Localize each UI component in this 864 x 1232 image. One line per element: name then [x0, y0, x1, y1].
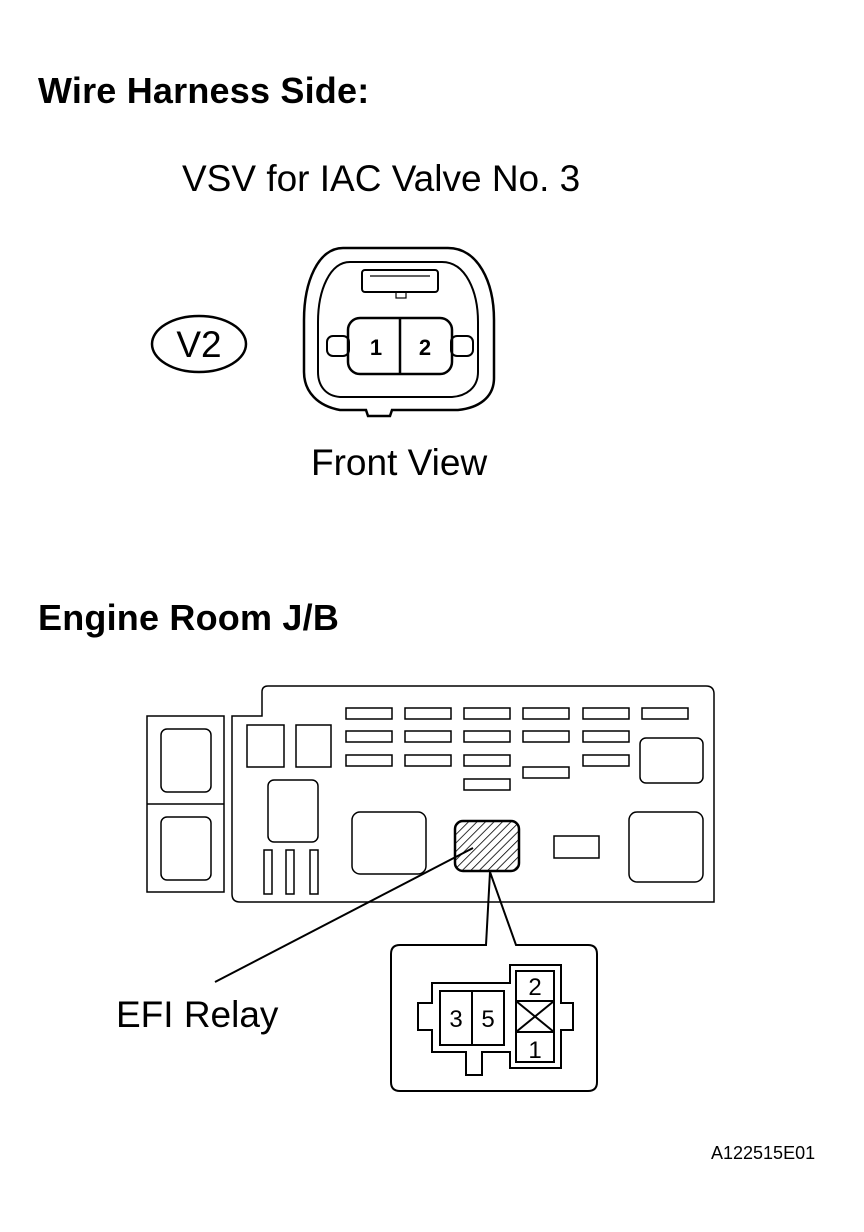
engine-room-jb-heading: Engine Room J/B — [38, 597, 340, 638]
connector-key-right — [450, 335, 474, 357]
junction-block — [146, 685, 715, 903]
front-view-label: Front View — [311, 442, 488, 483]
connector-latch — [361, 269, 439, 293]
connector-inner-shell — [317, 261, 479, 398]
efi-relay-label: EFI Relay — [116, 994, 279, 1035]
connector-name: VSV for IAC Valve No. 3 — [182, 158, 581, 199]
efi-relay-location — [453, 819, 521, 873]
connector-key-left — [326, 335, 350, 357]
relay-pin-label: 1 — [528, 1037, 541, 1064]
relay-pin-label: 2 — [528, 974, 541, 1001]
relay-pin-label: 3 — [449, 1006, 462, 1033]
wire-harness-side-heading: Wire Harness Side: — [38, 70, 370, 111]
efi-relay-leader-line — [214, 847, 474, 983]
relay-connector-outline — [417, 964, 574, 1076]
fuse-slots — [345, 707, 689, 791]
relay-pin-label: 5 — [481, 1006, 494, 1033]
connector-outer-shell — [302, 246, 496, 418]
connector-pin-label: 1 — [370, 335, 382, 360]
relay-detail-callout — [390, 871, 598, 1092]
connector-code-label: V2 — [176, 324, 221, 365]
jb-body — [231, 685, 715, 903]
connector-pin-label: 2 — [419, 335, 431, 360]
v2-connector-front-view — [302, 246, 496, 418]
connector-code-callout: V2 — [150, 314, 248, 374]
figure-code: A122515E01 — [711, 1143, 816, 1163]
